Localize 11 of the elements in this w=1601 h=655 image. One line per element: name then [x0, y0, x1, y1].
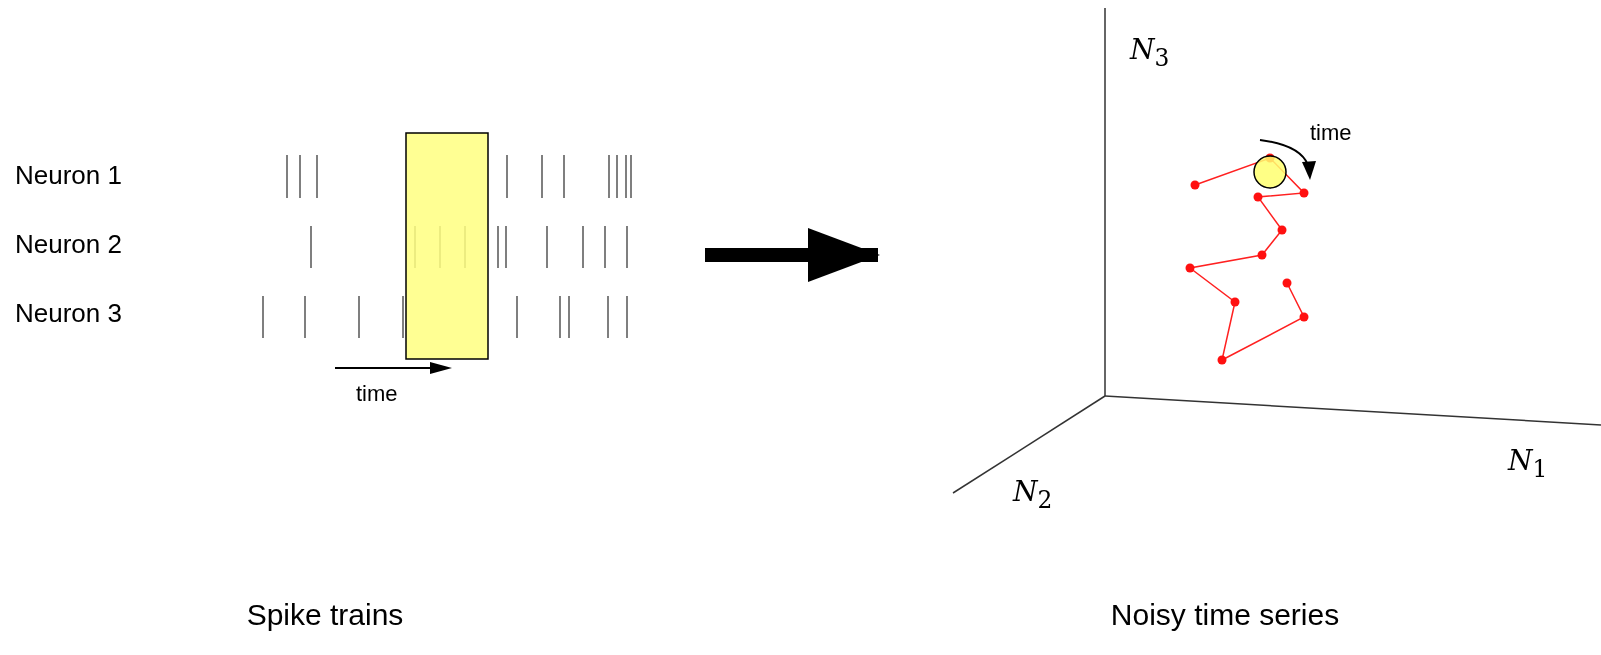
row-label: Neuron 3 — [15, 300, 122, 326]
axis-label: N$_{1}$ — [1508, 447, 1548, 481]
axis-label: time — [1310, 122, 1352, 144]
axis-label: N$_{3}$ — [1130, 36, 1170, 70]
axis-label: N$_{2}$ — [1013, 478, 1053, 512]
panel-caption: Spike trains — [246, 598, 404, 632]
row-label: Neuron 2 — [15, 231, 122, 257]
panel-caption: Noisy time series — [1110, 598, 1340, 632]
row-label: Neuron 1 — [15, 162, 122, 188]
arrow — [705, 228, 880, 282]
axis-label: time — [356, 383, 398, 405]
